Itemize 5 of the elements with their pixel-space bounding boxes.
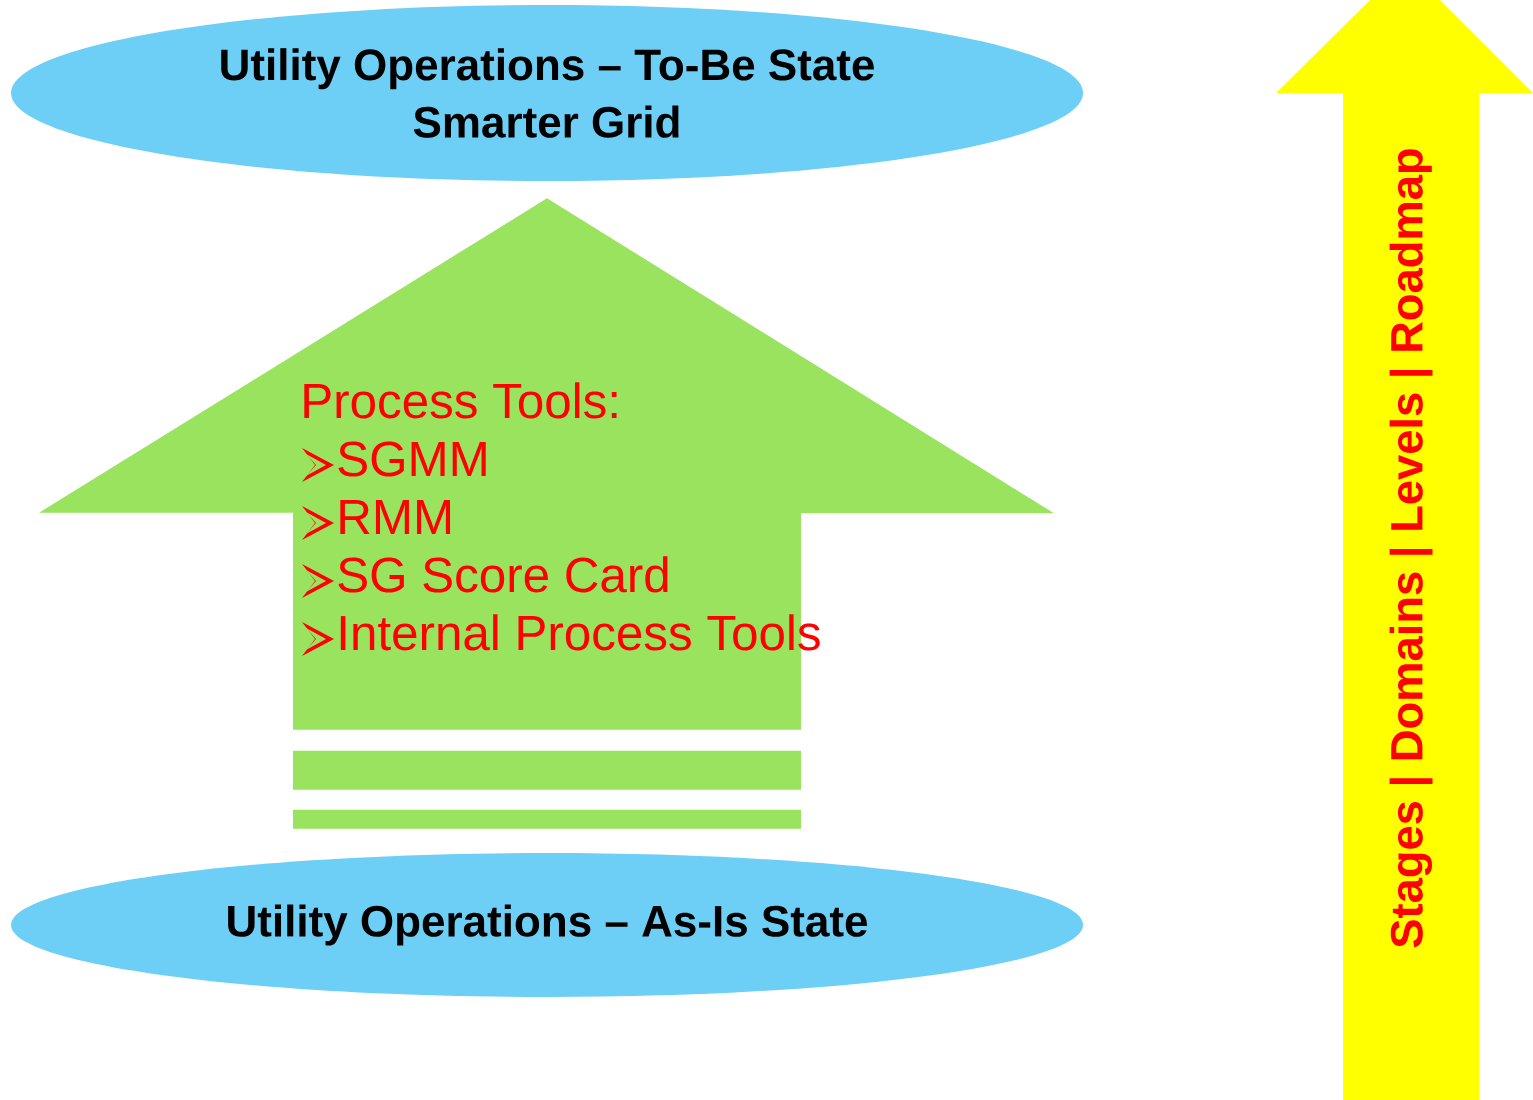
- label: Process Tools:: [304, 382, 617, 419]
- label: RMM: [340, 500, 451, 535]
- block-arrow: [39, 198, 1054, 829]
- label: SGMM: [338, 441, 486, 477]
- label: SG Score Card: [338, 556, 668, 593]
